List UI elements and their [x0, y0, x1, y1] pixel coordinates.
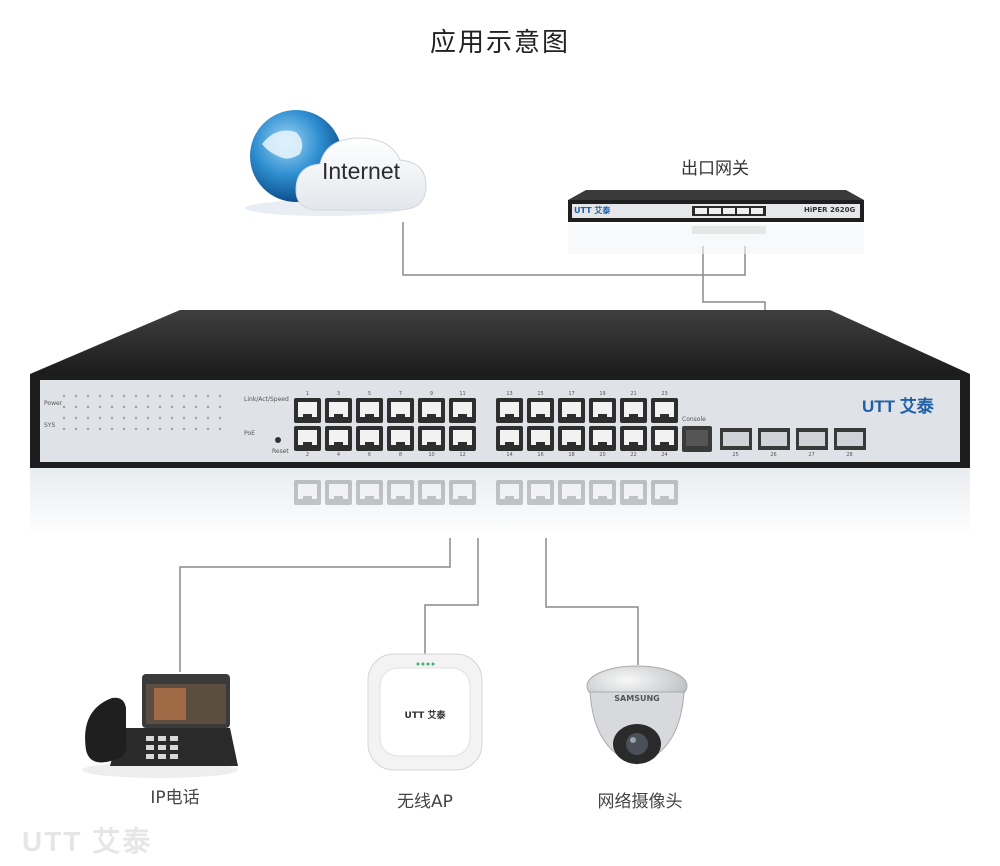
port-number-15: 15: [537, 391, 544, 397]
port-number-8: 8: [398, 452, 403, 458]
wire-switch-ap: [424, 484, 479, 655]
diagram-title: 应用示意图: [429, 28, 570, 58]
internet-cloud: Internet: [240, 104, 430, 220]
access-point-icon: [367, 653, 483, 771]
legend-sys: SYS: [44, 422, 56, 429]
sfp-number-26: 26: [770, 452, 777, 458]
console-port: [682, 426, 712, 452]
legend-poe: PoE: [244, 430, 255, 437]
switch-device: Power SYS Link/Act/Speed PoE Reset Conso…: [30, 308, 970, 548]
reset-button: [275, 437, 281, 443]
wire-switch-camera: [545, 484, 639, 665]
port-number-3: 3: [336, 391, 341, 397]
console-label: Console: [682, 416, 706, 423]
port-number-14: 14: [506, 452, 513, 458]
gateway-brand: UTT 艾泰: [574, 206, 611, 215]
sfp-number-27: 27: [808, 452, 815, 458]
port-number-4: 4: [336, 452, 341, 458]
port-number-9: 9: [429, 391, 434, 397]
ethernet-ports: [62, 394, 678, 451]
watermark-logo: UTT 艾泰: [22, 826, 153, 857]
internet-label: Internet: [322, 158, 400, 184]
sfp-ports: [720, 428, 866, 450]
port-number-19: 19: [599, 391, 606, 397]
port-number-7: 7: [398, 391, 403, 397]
port-number-16: 16: [537, 452, 544, 458]
gateway-label: 出口网关: [681, 159, 749, 179]
camera-brand: SAMSUNG: [614, 694, 660, 703]
sfp-number-28: 28: [846, 452, 853, 458]
label-ip-phone: IP电话: [150, 788, 200, 808]
reset-label: Reset: [272, 448, 289, 455]
port-number-10: 10: [428, 452, 435, 458]
gateway-device: UTT 艾泰 HiPER 2620G: [566, 188, 866, 264]
port-number-17: 17: [568, 391, 575, 397]
ip-phone: [80, 670, 240, 780]
port-number-12: 12: [459, 452, 466, 458]
legend-power: Power: [44, 400, 63, 407]
port-number-6: 6: [367, 452, 372, 458]
port-number-21: 21: [630, 391, 637, 397]
switch-brand: UTT 艾泰: [862, 397, 934, 416]
wire-internet-gateway: [402, 222, 746, 276]
port-number-11: 11: [459, 391, 466, 397]
port-number-23: 23: [661, 391, 668, 397]
ap-brand: UTT 艾泰: [404, 711, 446, 721]
port-number-20: 20: [599, 452, 606, 458]
globe-cloud-icon: [245, 110, 427, 216]
wireless-ap: UTT 艾泰: [366, 652, 484, 772]
dome-camera-icon: [586, 665, 688, 765]
port-number-13: 13: [506, 391, 513, 397]
ip-camera: SAMSUNG: [582, 664, 692, 774]
switch-body: [30, 310, 970, 538]
label-ip-camera: 网络摄像头: [597, 792, 683, 812]
label-wireless-ap: 无线AP: [397, 792, 453, 812]
port-number-1: 1: [305, 391, 310, 397]
port-number-24: 24: [661, 452, 668, 458]
sfp-number-25: 25: [732, 452, 739, 458]
port-number-5: 5: [367, 391, 372, 397]
port-number-2: 2: [305, 452, 310, 458]
phone-icon: [82, 674, 238, 778]
legend-link: Link/Act/Speed: [244, 396, 289, 403]
port-number-18: 18: [568, 452, 575, 458]
gateway-model: HiPER 2620G: [804, 206, 856, 214]
port-number-22: 22: [630, 452, 637, 458]
